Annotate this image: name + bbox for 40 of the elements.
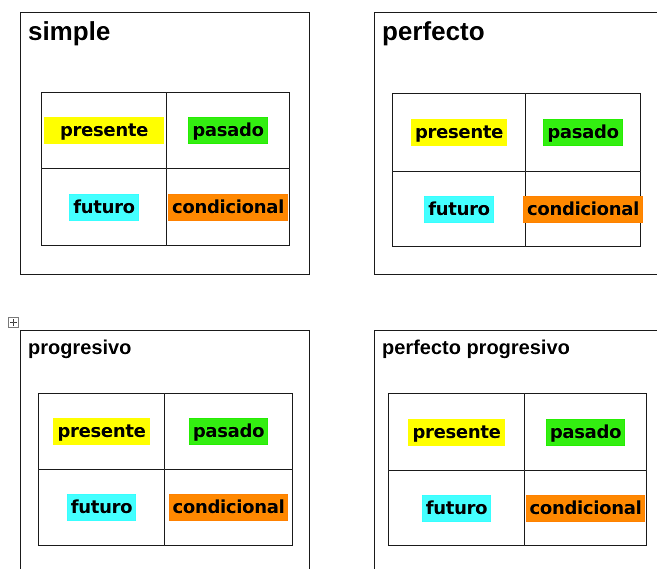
highlighted-word: pasado bbox=[546, 418, 626, 446]
panel-heading: perfecto progresivo bbox=[382, 337, 570, 360]
table-cell bbox=[525, 93, 641, 172]
table-cell bbox=[41, 168, 167, 246]
highlighted-word: condicional bbox=[526, 494, 646, 522]
table-cell bbox=[38, 393, 165, 470]
highlighted-word: presente bbox=[44, 117, 164, 144]
table-cell bbox=[524, 393, 647, 471]
table-cell bbox=[388, 393, 525, 471]
table-cell bbox=[38, 469, 165, 546]
highlighted-word: condicional bbox=[523, 196, 643, 222]
table-cell bbox=[166, 92, 290, 169]
table-panel bbox=[20, 12, 310, 275]
table-cell bbox=[164, 393, 293, 470]
table-cell bbox=[525, 171, 641, 247]
table-cell bbox=[41, 92, 167, 169]
panel-heading: progresivo bbox=[28, 337, 132, 360]
highlighted-word: futuro bbox=[424, 196, 494, 222]
table-cell bbox=[524, 470, 647, 546]
table-cell bbox=[166, 168, 290, 246]
highlighted-word: futuro bbox=[69, 194, 139, 220]
table-panel bbox=[374, 330, 657, 569]
table-cell bbox=[164, 469, 293, 546]
highlighted-word: pasado bbox=[188, 117, 268, 144]
table-cell bbox=[392, 93, 526, 172]
table-cell bbox=[388, 470, 525, 546]
panel-heading: perfecto bbox=[382, 16, 485, 47]
highlighted-word: presente bbox=[408, 418, 505, 446]
panel-heading: simple bbox=[28, 16, 110, 47]
table-panel bbox=[374, 12, 657, 275]
highlighted-word: futuro bbox=[66, 494, 136, 521]
highlighted-word: presente bbox=[410, 119, 508, 146]
highlighted-word: futuro bbox=[422, 494, 492, 522]
highlighted-word: presente bbox=[53, 418, 150, 445]
highlighted-word: pasado bbox=[188, 418, 268, 445]
highlighted-word: condicional bbox=[168, 494, 288, 521]
highlighted-word: pasado bbox=[543, 119, 623, 146]
table-cell bbox=[392, 171, 526, 247]
table-panel bbox=[20, 330, 310, 569]
highlighted-word: condicional bbox=[168, 194, 288, 220]
